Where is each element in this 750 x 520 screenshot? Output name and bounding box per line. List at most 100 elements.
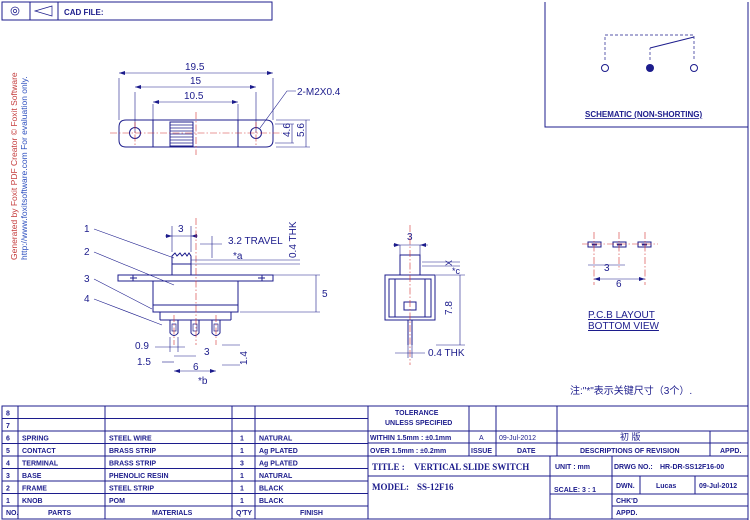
chkd-label: CHK'D (616, 498, 638, 505)
bom-cell-material: PHENOLIC RESIN (109, 473, 169, 480)
switch-body-front (152, 281, 239, 313)
dim-hole-spacing: 15 (190, 76, 202, 87)
balloon-3: 3 (84, 274, 90, 285)
model-label: MODEL: (372, 482, 409, 492)
dim-pin-span: 6 (193, 362, 199, 373)
dim-side-height: 7.8 (444, 301, 455, 315)
front-view: 1 2 3 4 3 3.2 TRAVEL *a (84, 218, 328, 387)
bom-cell-finish: BLACK (259, 486, 284, 493)
balloon-4: 4 (84, 294, 90, 305)
bom-cell-qty: 1 (240, 498, 244, 505)
bom-cell-part: TERMINAL (22, 461, 59, 468)
key-dimension-note: 注:"*"表示关键尺寸（3个）. (570, 384, 692, 397)
tolerance-title: TOLERANCE (395, 410, 439, 417)
rev-letter: A (479, 435, 484, 442)
dim-plate-thk: 0.4 THK (288, 221, 299, 258)
bom-cell-no: 6 (6, 436, 10, 443)
schematic-title: SCHEMATIC (NON-SHORTING) (585, 110, 703, 119)
watermark-line2: http://www.foxitsoftware.com For evaluat… (19, 76, 29, 260)
dim-outer-height: 5.6 (296, 123, 307, 137)
drwg-no-label: DRWG NO.: (614, 464, 653, 471)
dwn-name: Lucas (656, 483, 676, 490)
tolerance-sub: UNLESS SPECIFIED (385, 420, 452, 427)
bom-cell-finish: NATURAL (259, 473, 293, 480)
bom-cell-no: 7 (6, 423, 10, 430)
top-view: 19.5 15 10.5 (110, 62, 341, 155)
dim-body-height: 5 (322, 289, 328, 300)
dwn-date: 09-Jul-2012 (699, 483, 737, 490)
dim-side-x: X (444, 260, 454, 266)
cad-file-label: CAD FILE: (64, 8, 104, 17)
dim-travel: 3.2 TRAVEL (228, 236, 283, 247)
bom-cell-finish: BLACK (259, 498, 284, 505)
dim-body-length: 10.5 (184, 91, 204, 102)
bom-cell-material: STEEL WIRE (109, 436, 152, 443)
mark-b: *b (198, 376, 208, 387)
pcb-title-line1: P.C.B LAYOUT (588, 310, 655, 321)
date-label: DATE (517, 448, 536, 455)
balloon-1: 1 (84, 224, 90, 235)
bom-header-finish: FINISH (300, 510, 323, 517)
bom-cell-finish: NATURAL (259, 436, 293, 443)
pcb-dim-span: 6 (616, 279, 622, 290)
bom-cell-finish: Ag PLATED (259, 448, 298, 455)
hole-callout: 2-M2X0.4 (297, 87, 341, 98)
rev-date: 09-Jul-2012 (499, 435, 536, 442)
bom-header-no: NO. (6, 510, 19, 517)
dim-inner-height: 4.6 (282, 123, 293, 137)
dim-side-thk: 0.4 THK (428, 348, 465, 359)
schematic-terminal-common (646, 64, 654, 72)
bom-cell-qty: 3 (240, 461, 244, 468)
tolerance-within: WITHIN 1.5mm : ±0.1mm (370, 435, 451, 442)
bom-cell-no: 3 (6, 473, 10, 480)
bom-cell-material: STEEL STRIP (109, 486, 154, 493)
mark-c: *c (452, 266, 461, 276)
dim-knob-width: 3 (178, 224, 184, 235)
tolerance-over: OVER 1.5mm : ±0.2mm (370, 448, 446, 455)
bom-cell-material: POM (109, 498, 125, 505)
third-angle-projection-icon (10, 5, 53, 17)
mark-a: *a (233, 251, 243, 262)
bom-cell-no: 8 (6, 411, 10, 418)
bom-header-parts: PARTS (48, 510, 72, 517)
bom-cell-no: 5 (6, 448, 10, 455)
drwg-no-value: HR-DR-SS12F16-00 (660, 464, 724, 471)
pcb-pad-1 (587, 241, 602, 248)
bom-cell-finish: Ag PLATED (259, 461, 298, 468)
issue-label: ISSUE (471, 448, 492, 455)
dwn-label: DWN. (616, 483, 635, 490)
appd-label: APPD. (720, 448, 741, 455)
pcb-pad-2 (612, 241, 627, 248)
watermark-line1: Generated by Foxit PDF Creator © Foxit S… (9, 72, 19, 260)
title-block: TOLERANCE UNLESS SPECIFIED WITHIN 1.5mm … (367, 405, 749, 520)
dim-pin-width: 0.9 (135, 341, 149, 352)
descriptions-label: DESCRIPTIONS OF REVISION (580, 448, 680, 455)
pcb-layout: 3 6 P.C.B LAYOUT BOTTOM VIEW (582, 232, 659, 332)
bom-cell-no: 1 (6, 498, 10, 505)
cad-file-header: CAD FILE: (1, 1, 273, 21)
unit-label: UNIT : mm (555, 464, 590, 471)
bom-cell-no: 4 (6, 461, 10, 468)
dim-pin-pitch: 3 (204, 347, 210, 358)
watermark: Generated by Foxit PDF Creator © Foxit S… (9, 72, 29, 260)
bom-header-materials: MATERIALS (152, 510, 193, 517)
bom-cell-material: BRASS STRIP (109, 448, 156, 455)
title-value: VERTICAL SLIDE SWITCH (414, 462, 529, 472)
balloon-2: 2 (84, 247, 90, 258)
side-view: 3 X *c 7.8 0.4 THK (384, 225, 465, 365)
schematic-terminal-1 (601, 64, 609, 72)
title-label: TITLE : (372, 462, 405, 472)
pcb-dim-pitch: 3 (604, 263, 610, 274)
bom-cell-part: CONTACT (22, 448, 56, 455)
bom-cell-qty: 1 (240, 436, 244, 443)
scale-label: SCALE: 3 : 1 (554, 487, 596, 494)
bom-cell-material: BRASS STRIP (109, 461, 156, 468)
bom-cell-part: SPRING (22, 436, 49, 443)
dim-pin-length: 1.4 (239, 351, 250, 365)
bom-header-qty: Q'TY (236, 510, 252, 517)
bom-cell-qty: 1 (240, 486, 244, 493)
terminal-pins-front (169, 320, 221, 336)
bom-cell-part: KNOB (22, 498, 43, 505)
bom-cell-no: 2 (6, 486, 10, 493)
